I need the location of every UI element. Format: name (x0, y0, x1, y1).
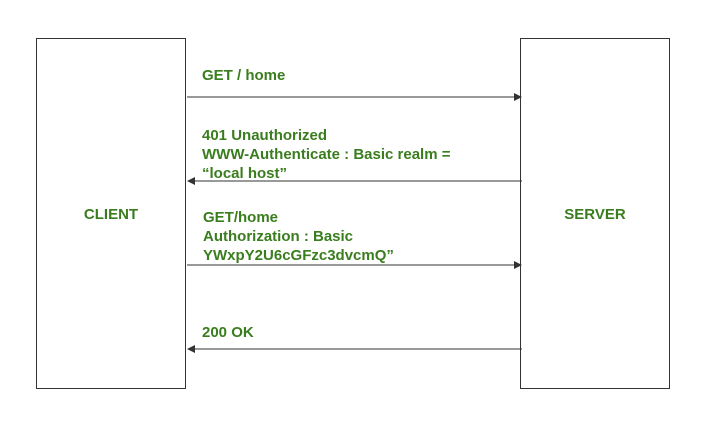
message-line: 200 OK (202, 324, 254, 341)
arrow-get-home-authorization (187, 261, 522, 269)
message-line: GET / home (202, 67, 286, 84)
message-line: “local host” (202, 165, 288, 182)
message-line: Authorization : Basic (203, 228, 354, 245)
message-line: 401 Unauthorized (202, 127, 328, 144)
message-line: WWW-Authenticate : Basic realm = (202, 146, 451, 163)
server-box: SERVER (520, 38, 670, 389)
arrow-401-unauthorized (187, 177, 522, 185)
arrow-200-ok (187, 345, 522, 353)
message-line: YWxpY2U6cGFzc3dvcmQ” (203, 247, 394, 264)
arrow-get-home (187, 93, 522, 101)
client-label: CLIENT (83, 206, 139, 223)
message-get-home: GET / home (202, 66, 285, 85)
client-box: CLIENT (36, 38, 186, 389)
message-line: GET/home (203, 209, 279, 226)
message-get-home-authorization: GET/home Authorization : Basic YWxpY2U6c… (203, 208, 394, 265)
message-200-ok: 200 OK (202, 323, 254, 342)
server-label: SERVER (564, 206, 626, 223)
message-401-unauthorized: 401 Unauthorized WWW-Authenticate : Basi… (202, 126, 451, 183)
